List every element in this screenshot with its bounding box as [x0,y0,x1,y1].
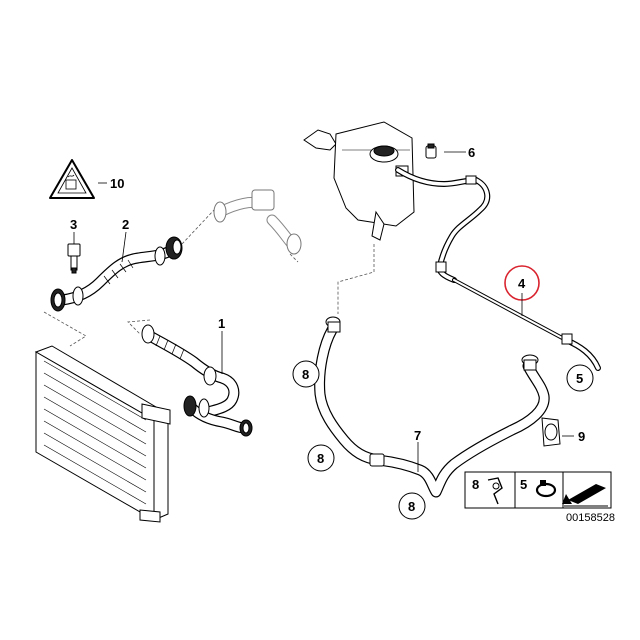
callout-8-circle-top: 8 [292,360,320,388]
hose-clamp-icon [535,480,557,498]
legend-clamp-label: 5 [520,477,527,492]
hose-connection-line [127,319,151,335]
parts-legend: 8 5 [464,471,612,509]
callout-3: 3 [70,217,77,232]
vent-line[interactable] [395,167,601,371]
tank-return-hose[interactable] [314,316,550,498]
radiator [34,345,171,523]
svg-text:8: 8 [317,451,324,466]
callout-6: 6 [468,145,475,160]
hose-retaining-clip[interactable] [541,417,561,447]
svg-text:5: 5 [576,371,583,386]
spring-clip-icon [487,477,503,505]
callout-7: 7 [414,428,421,443]
callout-1: 1 [218,316,225,331]
hose-connection-line [337,244,375,314]
legend-clip-label: 8 [472,477,479,492]
svg-text:8: 8 [408,499,415,514]
callout-4-highlight[interactable]: 4 [504,265,540,316]
callout-8-circle-middle: 8 [307,444,335,472]
callout-4: 4 [518,276,526,291]
thermostat-housing-outline [181,189,302,263]
svg-text:8: 8 [302,367,309,382]
upper-radiator-hose[interactable] [50,236,183,312]
callout-10: 10 [110,176,124,191]
hot-coolant-warning-icon [49,159,95,199]
callout-2: 2 [122,217,129,232]
expansion-tank[interactable] [303,121,415,241]
diagram-id: 00158528 [566,512,615,524]
hose-connection-line [43,311,87,347]
temperature-sensor[interactable] [67,243,81,274]
callout-8-circle-bottom: 8 [398,492,426,520]
lower-radiator-hose[interactable] [141,324,253,437]
callout-5-circle: 5 [566,364,594,392]
callout-9: 9 [578,429,585,444]
bleed-screw[interactable] [425,143,437,159]
slide-direction-arrow-icon [562,484,608,507]
